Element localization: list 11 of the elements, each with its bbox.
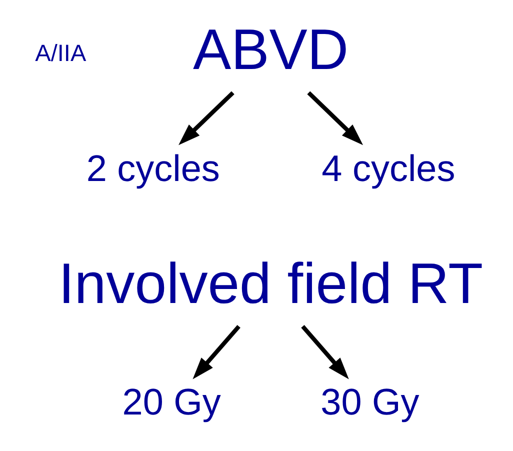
node-text: ABVD [192,18,349,82]
node-text: 4 cycles [322,147,456,188]
node-text: 2 cycles [86,147,220,188]
node-text: Involved field RT [58,251,484,316]
arrow [301,324,349,379]
label: A/IIA [35,39,86,66]
arrow [178,90,234,145]
arrow [307,90,364,145]
node-text: 30 Gy [320,380,420,422]
node-text: 20 Gy [122,380,221,422]
arrow [192,324,240,379]
